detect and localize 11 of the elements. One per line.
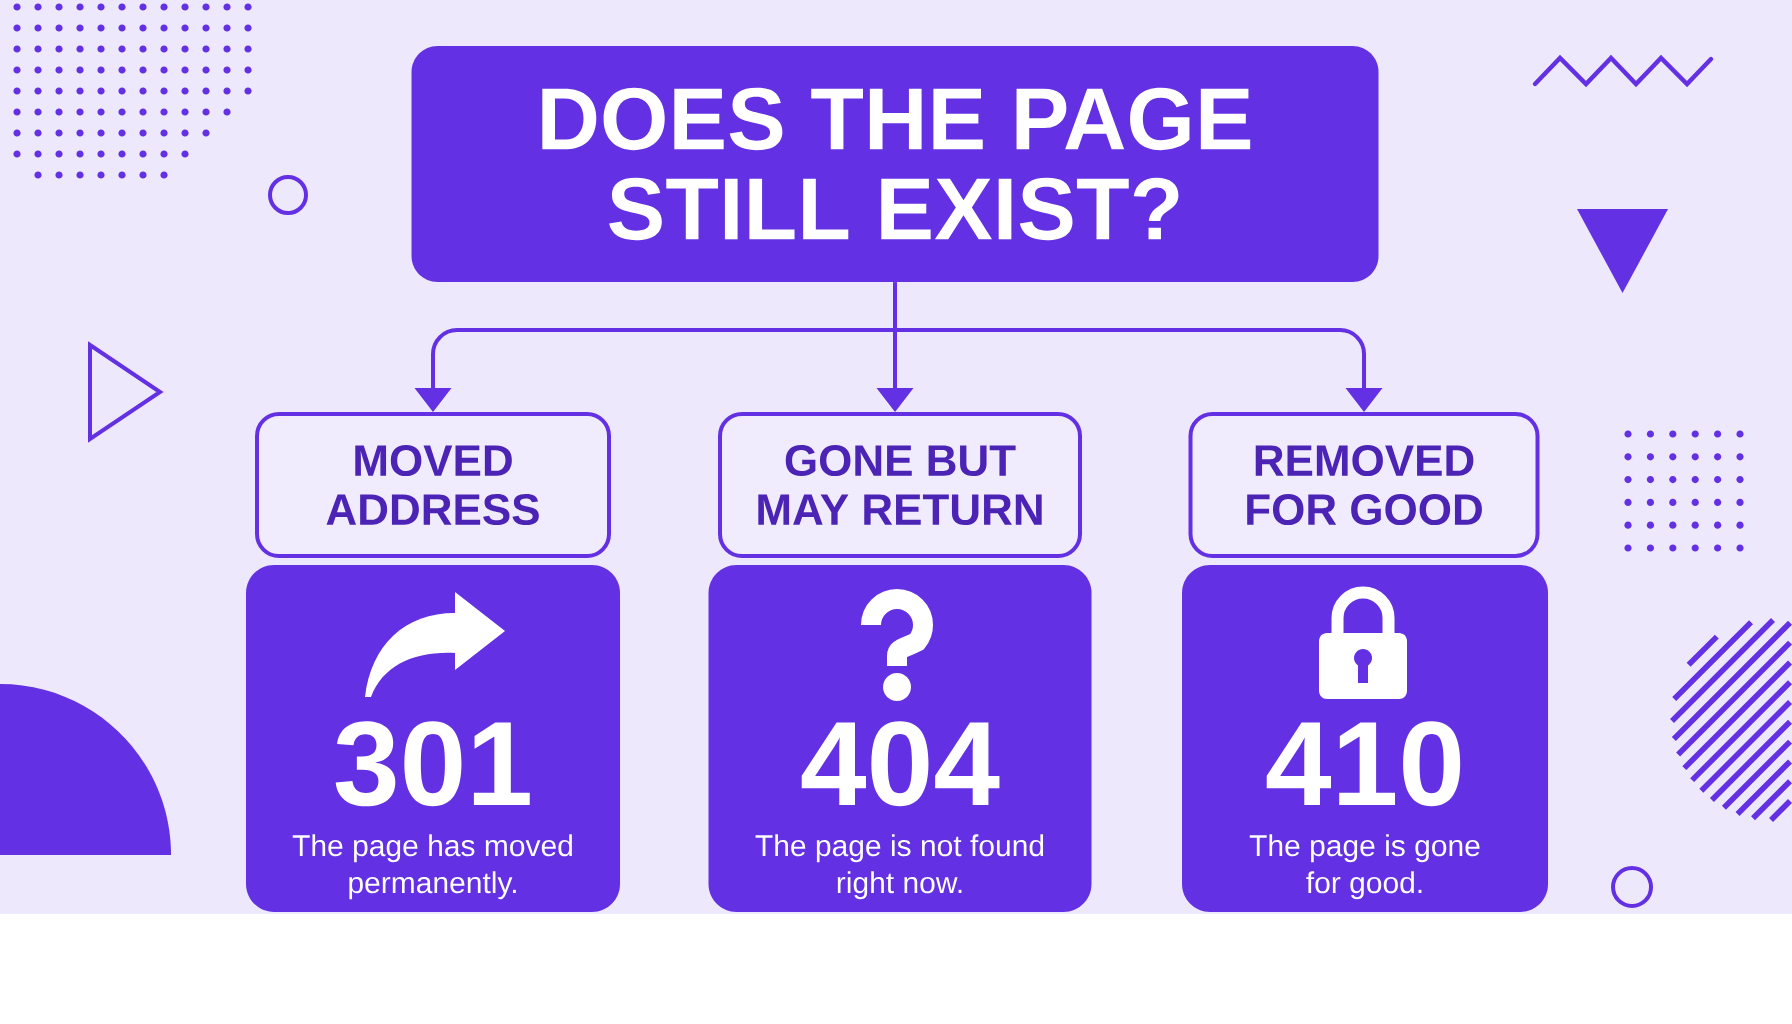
category-box: MOVED ADDRESS [255,412,611,558]
category-box: GONE BUT MAY RETURN [718,412,1082,558]
status-code: 410 [1266,721,1461,807]
status-code: 404 [801,721,1000,807]
description-text: The page has moved permanently. [292,834,572,900]
description-text: The page is gone for good. [1249,834,1480,900]
status-code: 301 [335,721,530,807]
description-text: The page is not found right now. [755,834,1044,900]
triangle [1577,209,1668,293]
category-box: REMOVED FOR GOOD [1188,412,1540,558]
question-box: DOES THE PAGE STILL EXIST? [411,46,1379,282]
